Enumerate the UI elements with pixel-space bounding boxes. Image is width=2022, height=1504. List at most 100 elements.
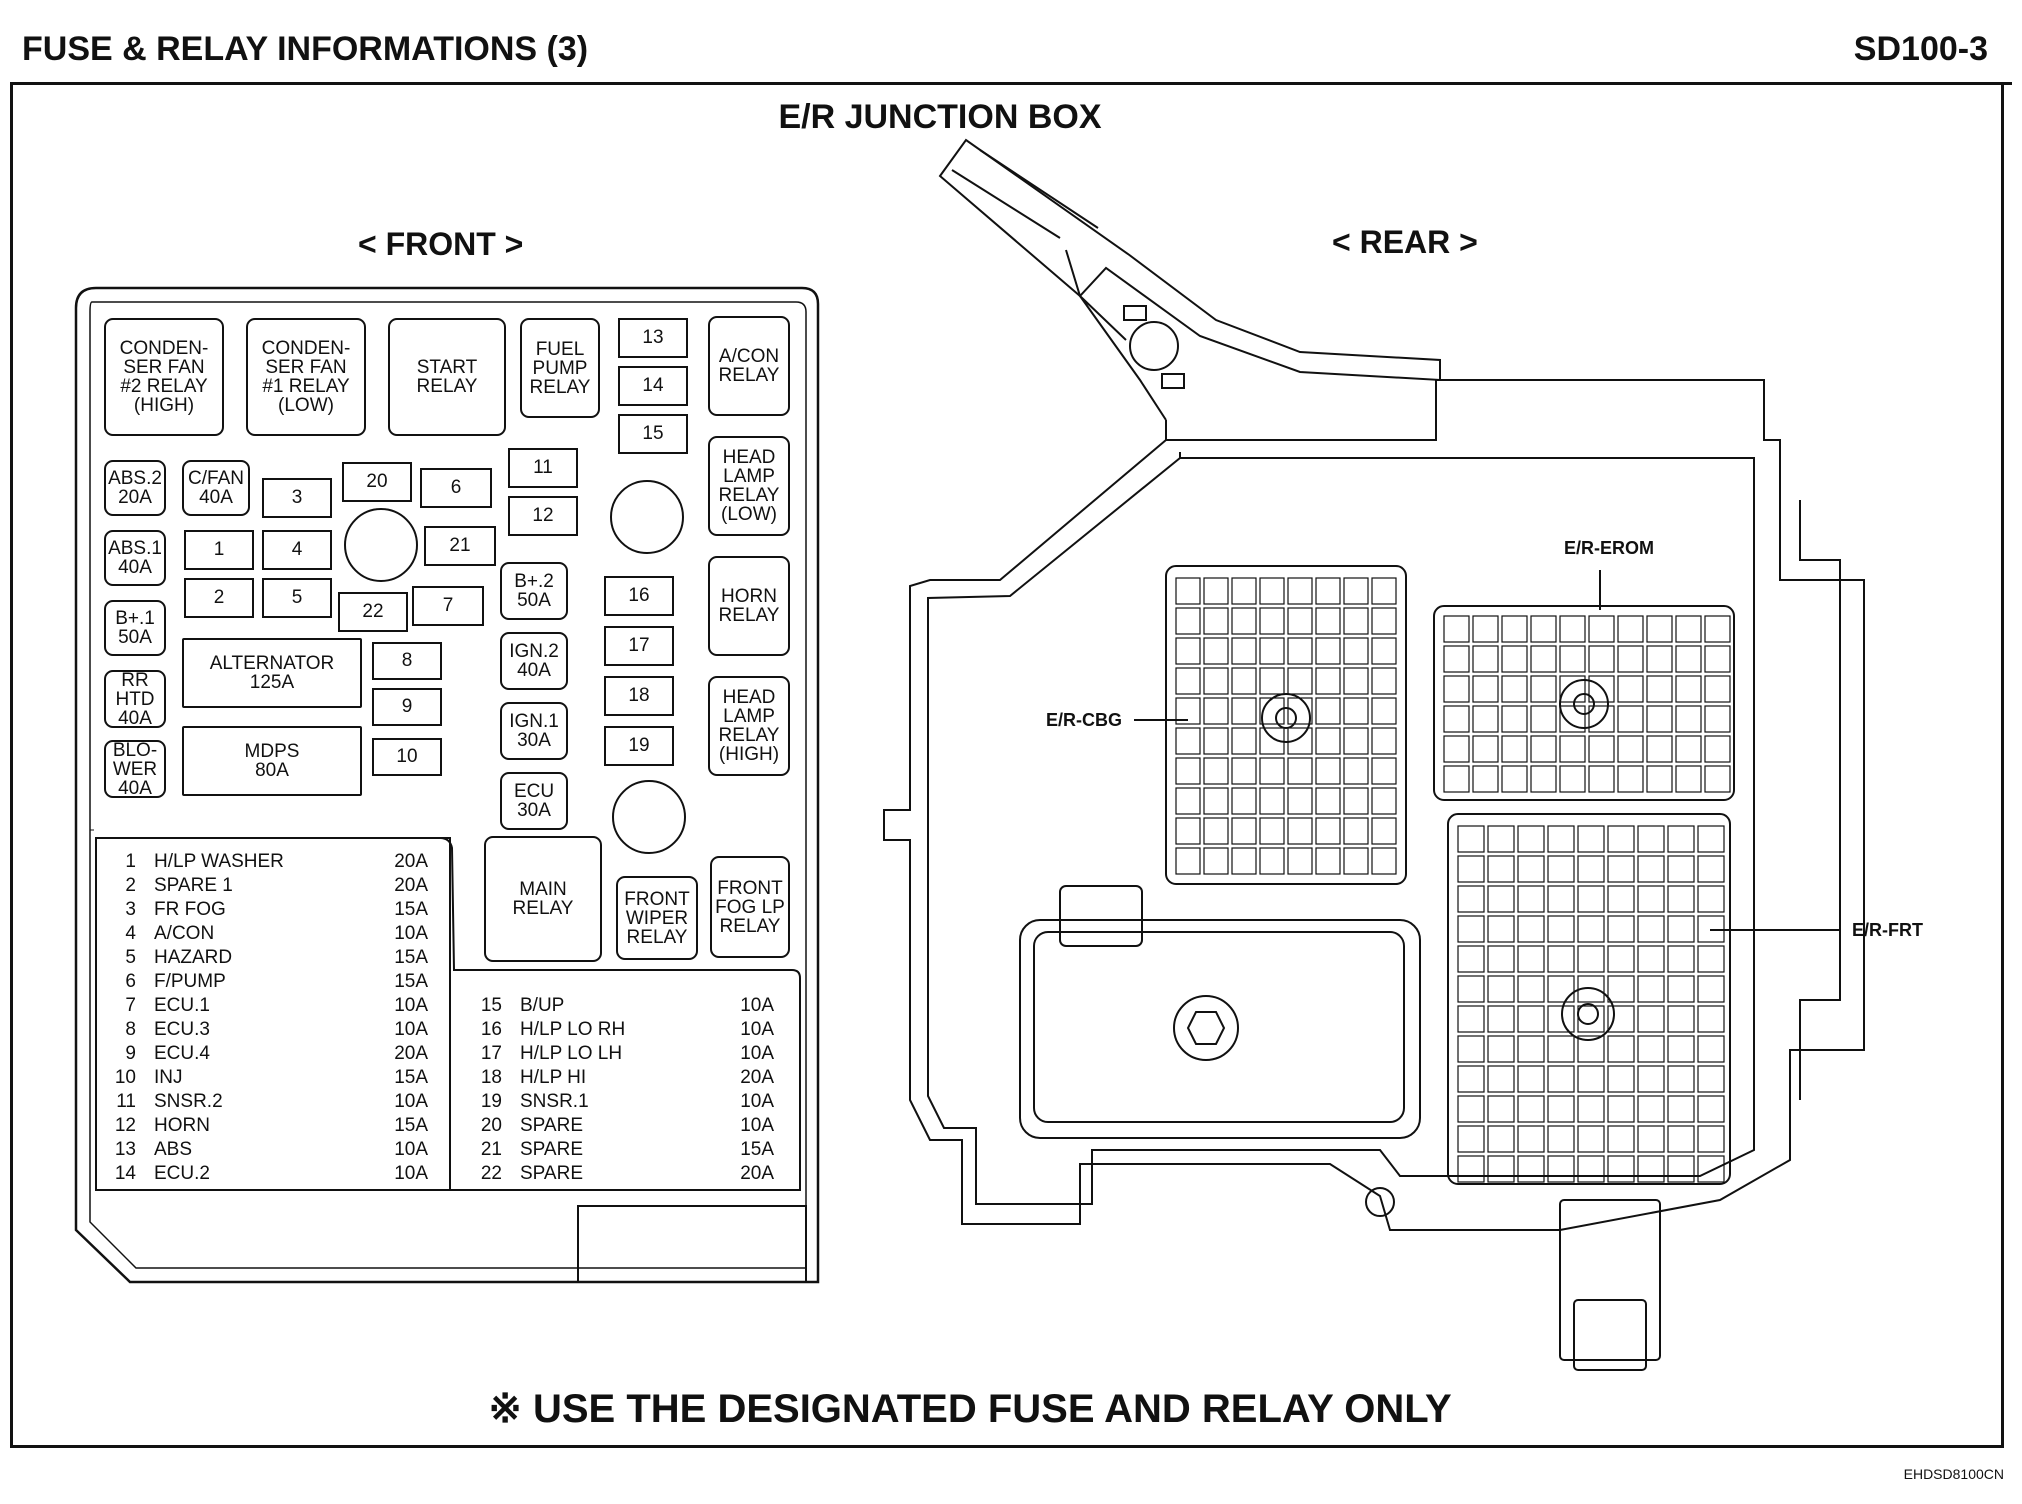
terminal-cell [1637,945,1665,973]
terminal-cell [1577,1005,1605,1033]
terminal-cell [1607,825,1635,853]
terminal-cell [1259,577,1285,605]
terminal-cell [1577,825,1605,853]
terminal-cell [1457,825,1485,853]
alternator-fusible-link: ALTERNATOR 125A [182,638,362,708]
page-frame [10,82,2004,1448]
terminal-cell [1667,1035,1695,1063]
terminal-cell [1287,697,1313,725]
terminal-cell [1259,667,1285,695]
cfan-fusible-link: C/FAN 40A [182,460,250,516]
fuse-amperage: 15A [394,899,428,920]
terminal-cell [1637,855,1665,883]
fuse-amperage: 10A [740,1091,774,1112]
fuse-slot-22: 22 [338,592,408,632]
fuse-name: SNSR.2 [154,1091,223,1112]
fuse-name: HORN [154,1115,210,1136]
terminal-cell [1547,1065,1575,1093]
abs1-fusible-link: ABS.1 40A [104,530,166,586]
terminal-cell [1371,697,1397,725]
terminal-cell [1697,825,1725,853]
fuse-amperage: 15A [394,1067,428,1088]
terminal-cell [1697,915,1725,943]
terminal-cell [1607,975,1635,1003]
terminal-cell [1607,1035,1635,1063]
ign1-fusible-link: IGN.1 30A [500,702,568,760]
connector-label-cbg: E/R-CBG [1046,710,1122,730]
terminal-cell [1517,885,1545,913]
terminal-cell [1530,705,1557,733]
terminal-cell [1547,975,1575,1003]
horn-relay: HORN RELAY [708,556,790,656]
terminal-cell [1637,1125,1665,1153]
terminal-cell [1343,787,1369,815]
terminal-cell [1697,975,1725,1003]
terminal-cell [1443,615,1470,643]
terminal-cell [1517,855,1545,883]
terminal-cell [1343,667,1369,695]
terminal-cell [1607,855,1635,883]
fuse-amperage: 10A [394,1139,428,1160]
fuse-name: SPARE [520,1115,584,1136]
terminal-cell [1203,787,1229,815]
drawing-code: EHDSD8100CN [1903,1466,2004,1482]
terminal-cell [1559,705,1586,733]
terminal-cell [1203,667,1229,695]
terminal-cell [1457,1155,1485,1183]
fuse-amperage: 10A [394,1091,428,1112]
terminal-cell [1697,1005,1725,1033]
terminal-cell [1547,1095,1575,1123]
terminal-cell [1646,645,1673,673]
terminal-cell [1457,1065,1485,1093]
fuse-number: 18 [480,1067,502,1088]
terminal-cell [1203,637,1229,665]
terminal-cell [1547,1035,1575,1063]
terminal-cell [1231,847,1257,875]
notice-text: ※ USE THE DESIGNATED FUSE AND RELAY ONLY [488,1387,1452,1431]
terminal-cell [1457,915,1485,943]
fuse-name: H/LP HI [520,1067,587,1088]
fuse-name: ABS [154,1139,193,1160]
terminal-cell [1371,757,1397,785]
terminal-cell [1259,697,1285,725]
terminal-cell [1231,817,1257,845]
terminal-cell [1697,1065,1725,1093]
terminal-cell [1457,1035,1485,1063]
terminal-cell [1457,1005,1485,1033]
page-title: FUSE & RELAY INFORMATIONS (3) [22,30,589,68]
terminal-cell [1457,945,1485,973]
terminal-cell [1637,825,1665,853]
header-divider [10,82,2012,85]
terminal-cell [1203,757,1229,785]
terminal-cell [1577,1035,1605,1063]
terminal-cell [1517,1005,1545,1033]
terminal-cell [1343,817,1369,845]
fuse-slot-13: 13 [618,318,688,358]
fuse-name: H/LP WASHER [154,851,284,872]
terminal-cell [1517,1065,1545,1093]
terminal-cell [1371,847,1397,875]
terminal-cell [1646,615,1673,643]
terminal-cell [1175,667,1201,695]
fuse-number: 17 [480,1043,502,1064]
terminal-cell [1617,705,1644,733]
blower-fusible-link: BLO- WER 40A [104,740,166,798]
terminal-cell [1315,787,1341,815]
terminal-cell [1487,855,1515,883]
fuse-amperage: 20A [394,851,428,872]
fuse-amperage: 10A [740,995,774,1016]
terminal-cell [1697,945,1725,973]
terminal-cell [1547,855,1575,883]
rear-label: < REAR > [1332,224,1478,260]
terminal-cell [1667,1005,1695,1033]
terminal-cell [1315,817,1341,845]
terminal-cell [1231,757,1257,785]
fuse-amperage: 10A [394,923,428,944]
terminal-cell [1287,847,1313,875]
terminal-cell [1487,1035,1515,1063]
fuse-name: SPARE [520,1139,584,1160]
terminal-cell [1675,615,1702,643]
start-relay: START RELAY [388,318,506,436]
fuse-slot-9: 9 [372,688,442,726]
fuse-name: A/CON [154,923,215,944]
